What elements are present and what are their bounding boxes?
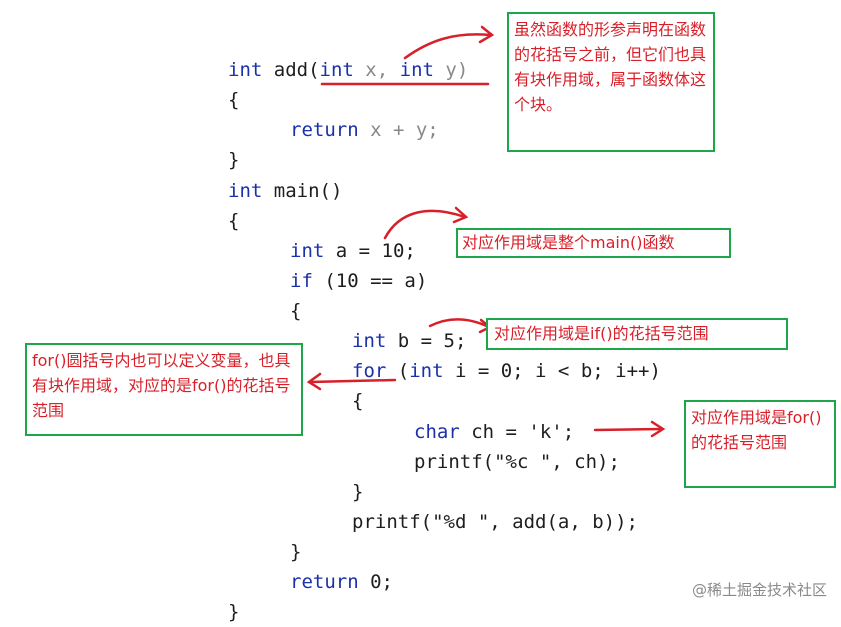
- keyword-token: return: [290, 119, 359, 141]
- code-token: main(): [262, 180, 343, 202]
- code-token: y): [433, 59, 469, 81]
- code-line: {: [352, 386, 363, 416]
- code-token: x + y;: [358, 119, 439, 141]
- code-token: b = 5;: [386, 330, 467, 352]
- keyword-token: int: [319, 59, 354, 81]
- keyword-token: int: [228, 180, 263, 202]
- code-line: int add(int x, int y): [228, 55, 468, 85]
- keyword-token: int: [409, 360, 444, 382]
- arrow-for: [308, 378, 397, 384]
- code-token: }: [228, 601, 240, 623]
- code-line: int main(): [228, 176, 342, 206]
- arrow-params: [403, 33, 492, 60]
- code-line: for (int i = 0; i < b; i++): [352, 356, 661, 386]
- note-params: 虽然函数的形参声明在函数的花括号之前，但它们也具有块作用域，属于函数体这个块。: [507, 12, 715, 152]
- code-line: char ch = 'k';: [414, 417, 574, 447]
- watermark: @稀土掘金技术社区: [691, 581, 827, 599]
- code-token: add(: [262, 59, 320, 81]
- code-token: printf("%c ", ch);: [414, 451, 620, 473]
- arrow-if: [428, 318, 491, 329]
- note-main: 对应作用域是整个main()函数: [456, 228, 731, 258]
- code-token: a = 10;: [324, 240, 416, 262]
- arrow-main: [383, 209, 467, 240]
- code-token: {: [290, 300, 302, 322]
- code-line: }: [228, 597, 239, 627]
- code-line: printf("%d ", add(a, b));: [352, 507, 638, 537]
- note-if: 对应作用域是if()的花括号范围: [486, 318, 788, 350]
- code-line: int a = 10;: [290, 236, 416, 266]
- keyword-token: return: [290, 571, 359, 593]
- code-token: }: [228, 149, 240, 171]
- code-token: {: [352, 390, 364, 412]
- keyword-token: if: [290, 270, 313, 292]
- code-line: printf("%c ", ch);: [414, 447, 620, 477]
- keyword-token: char: [414, 421, 460, 443]
- note-for: for()圆括号内也可以定义变量，也具有块作用域，对应的是for()的花括号范围: [25, 343, 303, 436]
- keyword-token: int: [290, 240, 325, 262]
- code-line: if (10 == a): [290, 266, 427, 296]
- code-token: 0;: [358, 571, 393, 593]
- code-token: (10 == a): [312, 270, 428, 292]
- note-char: 对应作用域是for()的花括号范围: [684, 400, 836, 488]
- code-line: {: [228, 85, 239, 115]
- code-line: }: [228, 145, 239, 175]
- code-line: {: [228, 206, 239, 236]
- code-line: }: [352, 477, 363, 507]
- code-token: printf("%d ", add(a, b));: [352, 511, 638, 533]
- keyword-token: int: [228, 59, 263, 81]
- code-line: return 0;: [290, 567, 393, 597]
- keyword-token: int: [352, 330, 387, 352]
- code-block: int add(int x, int y) { return x + y; } …: [0, 0, 661, 623]
- code-token: }: [290, 541, 302, 563]
- code-token: ch = 'k';: [459, 421, 575, 443]
- code-line: {: [290, 296, 301, 326]
- code-token: {: [228, 89, 240, 111]
- code-token: (: [386, 360, 410, 382]
- arrow-char: [593, 427, 664, 432]
- code-token: x,: [353, 59, 400, 81]
- keyword-token: for: [352, 360, 387, 382]
- code-token: {: [228, 210, 240, 232]
- code-token: }: [352, 481, 364, 503]
- code-line: int b = 5;: [352, 326, 466, 356]
- code-line: return x + y;: [290, 115, 439, 145]
- code-line: }: [290, 537, 301, 567]
- code-token: i = 0; i < b; i++): [443, 360, 661, 382]
- keyword-token: int: [399, 59, 434, 81]
